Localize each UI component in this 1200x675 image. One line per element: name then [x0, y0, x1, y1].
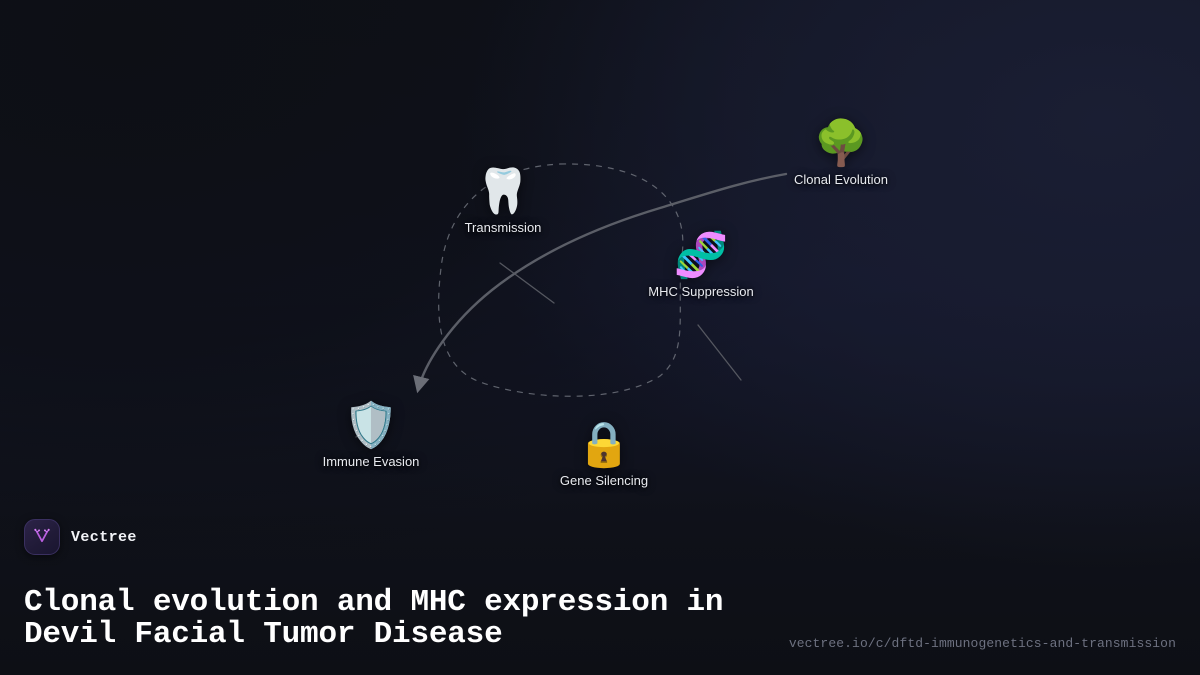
graph-node-label: MHC Suppression	[648, 284, 754, 299]
edge-mhc-stub	[697, 324, 742, 381]
graph-node-label: Immune Evasion	[322, 454, 420, 469]
dna-icon: 🧬	[673, 231, 729, 280]
edge-immune-tail	[355, 409, 390, 438]
graph-node-clonal-evolution[interactable]: 🌳 Clonal Evolution	[794, 119, 888, 188]
vectree-fork-logo-icon	[24, 519, 60, 555]
graph-node-label: Clonal Evolution	[794, 172, 888, 187]
tooth-icon: 🦷	[475, 167, 531, 216]
edge-clonal-to-immune	[413, 172, 788, 394]
brand-row[interactable]: Vectree	[24, 519, 137, 555]
brand-name: Vectree	[71, 528, 137, 546]
lock-icon: 🔒	[576, 420, 632, 469]
logo-glyph	[34, 528, 50, 543]
graph-node-mhc-suppression[interactable]: 🧬 MHC Suppression	[648, 231, 754, 300]
graph-node-transmission[interactable]: 🦷 Transmission	[464, 167, 542, 236]
shield-icon: 🛡️	[343, 401, 399, 450]
edge-cluster-loop	[438, 163, 684, 397]
tree-icon: 🌳	[813, 119, 869, 168]
edge-transmission-stub	[499, 262, 555, 304]
site-url: vectree.io/c/dftd-immunogenetics-and-tra…	[788, 636, 1176, 651]
graph-node-immune-evasion[interactable]: 🛡️ Immune Evasion	[322, 401, 420, 470]
graph-node-gene-silencing[interactable]: 🔒 Gene Silencing	[559, 420, 649, 489]
graph-node-label: Transmission	[464, 220, 542, 235]
page-title: Clonal evolution and MHC expression in D…	[24, 585, 724, 652]
graph-node-label: Gene Silencing	[559, 473, 649, 488]
